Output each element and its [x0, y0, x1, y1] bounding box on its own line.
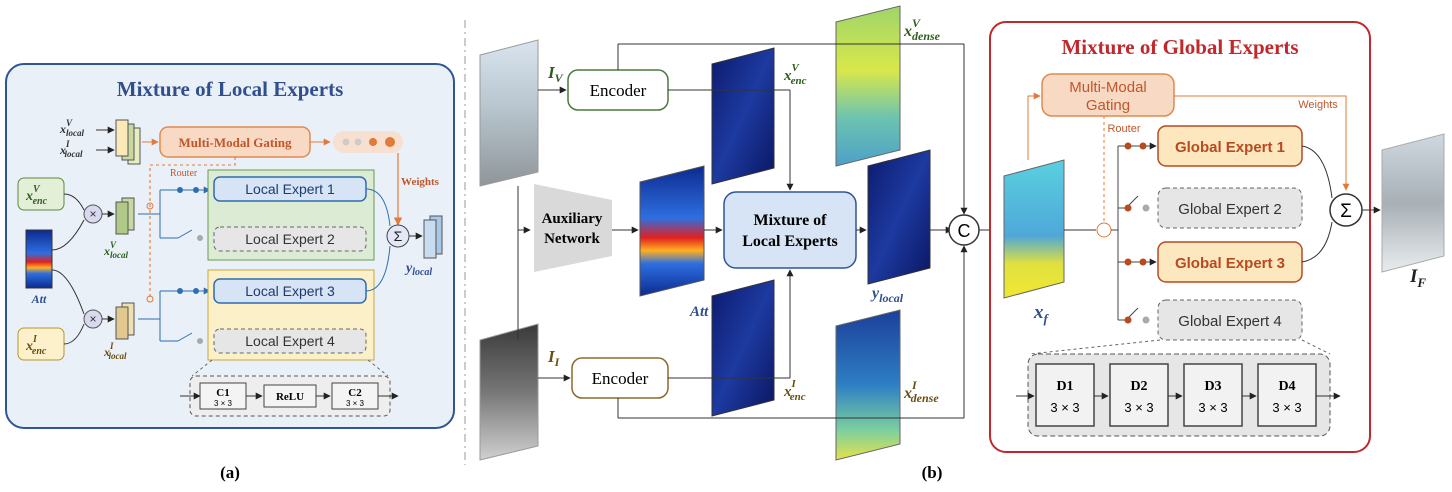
svg-text:3 × 3: 3 × 3 — [1198, 400, 1227, 415]
att-map-a — [25, 229, 53, 289]
svg-text:3 × 3: 3 × 3 — [214, 399, 233, 408]
svg-text:Global Expert 2: Global Expert 2 — [1178, 201, 1281, 218]
global-router-label: Router — [1107, 123, 1140, 135]
y-local-map — [867, 149, 931, 285]
svg-text:3 × 3: 3 × 3 — [1050, 400, 1079, 415]
y-local-label-a: ylocal — [404, 261, 432, 278]
x-dense-v-map — [835, 5, 901, 167]
local-expert-4 — [213, 328, 367, 354]
conv-c2 — [331, 382, 379, 410]
svg-text:D1: D1 — [1056, 379, 1073, 394]
svg-text:3 × 3: 3 × 3 — [346, 399, 365, 408]
svg-text:×: × — [89, 312, 96, 326]
svg-text:Auxiliary: Auxiliary — [542, 211, 603, 227]
y-local-block-a — [423, 219, 437, 259]
svg-text:Network: Network — [544, 231, 600, 247]
local-weights-label: Weights — [401, 176, 440, 188]
x-enc-v-map — [711, 47, 775, 185]
svg-text:×: × — [89, 207, 96, 221]
svg-text:Global Expert 4: Global Expert 4 — [1178, 313, 1281, 330]
svg-text:Global Expert 1: Global Expert 1 — [1175, 139, 1285, 156]
att-map-b — [639, 165, 705, 297]
local-gating-label: Multi-Modal Gating — [178, 135, 292, 150]
output-label: IF — [1409, 266, 1426, 290]
svg-text:Σ: Σ — [394, 228, 403, 244]
global-weights-label: Weights — [1298, 99, 1338, 111]
svg-text:D2: D2 — [1130, 379, 1147, 394]
svg-text:Mixture of: Mixture of — [753, 212, 827, 229]
local-weights-pill — [333, 131, 403, 153]
svg-text:Encoder: Encoder — [590, 81, 647, 100]
svg-text:D4: D4 — [1278, 379, 1295, 394]
dconv-d4 — [1257, 363, 1317, 427]
x-enc-i-map — [711, 279, 775, 417]
local-expert-3-label: Local Expert 3 — [245, 283, 335, 299]
local-panel-title: Mixture of Local Experts — [117, 77, 344, 101]
local-expert-2-label: Local Expert 2 — [245, 231, 335, 247]
att-label-b: Att — [689, 304, 709, 320]
svg-text:C2: C2 — [348, 387, 362, 399]
svg-text:Local Experts: Local Experts — [742, 233, 838, 250]
local-expert-2 — [213, 226, 367, 252]
svg-text:D3: D3 — [1204, 379, 1221, 394]
y-local-label-b: ylocal — [870, 285, 904, 305]
svg-text:Global Expert 3: Global Expert 3 — [1175, 255, 1285, 272]
x-f-map — [1003, 159, 1065, 299]
svg-text:3 × 3: 3 × 3 — [1272, 400, 1301, 415]
svg-text:C1: C1 — [216, 387, 229, 399]
caption-a: (a) — [220, 463, 240, 482]
global-gating-box — [1041, 73, 1175, 117]
x-f-label: xf — [1033, 302, 1050, 326]
svg-text:Encoder: Encoder — [592, 369, 649, 388]
local-expert-1-label: Local Expert 1 — [245, 181, 335, 197]
global-expert-4 — [1157, 299, 1303, 341]
svg-text:Σ: Σ — [1340, 201, 1352, 222]
dconv-d2 — [1109, 363, 1169, 427]
local-feature-block — [115, 119, 141, 165]
fused-output-image — [1381, 133, 1445, 273]
visible-input-image — [479, 39, 539, 187]
mixture-local-experts-block — [723, 191, 857, 269]
svg-text:C: C — [958, 221, 971, 241]
svg-text:3 × 3: 3 × 3 — [1124, 400, 1153, 415]
svg-text:ReLU: ReLU — [276, 391, 304, 403]
conv-c1 — [199, 382, 247, 410]
global-expert-2 — [1157, 187, 1303, 229]
svg-text:Gating: Gating — [1086, 97, 1130, 114]
panel-global-experts: Mixture of Global Experts xf Multi-Modal… — [989, 21, 1381, 453]
dconv-d3 — [1183, 363, 1243, 427]
input-v-label: IV — [547, 63, 564, 85]
local-expert-4-label: Local Expert 4 — [245, 333, 335, 349]
att-label-a: Att — [31, 292, 47, 306]
auxiliary-network — [534, 184, 612, 272]
global-panel-title: Mixture of Global Experts — [1061, 35, 1298, 59]
local-router-label: Router — [170, 168, 198, 179]
input-i-label: II — [547, 347, 561, 369]
x-dense-i-map — [835, 309, 901, 461]
infrared-input-image — [479, 323, 539, 461]
caption-b: (b) — [922, 463, 943, 482]
panel-overall-framework: IV II Encoder Encoder Auxiliary Network … — [479, 5, 1001, 482]
dconv-d1 — [1035, 363, 1095, 427]
svg-text:Multi-Modal: Multi-Modal — [1069, 79, 1147, 96]
